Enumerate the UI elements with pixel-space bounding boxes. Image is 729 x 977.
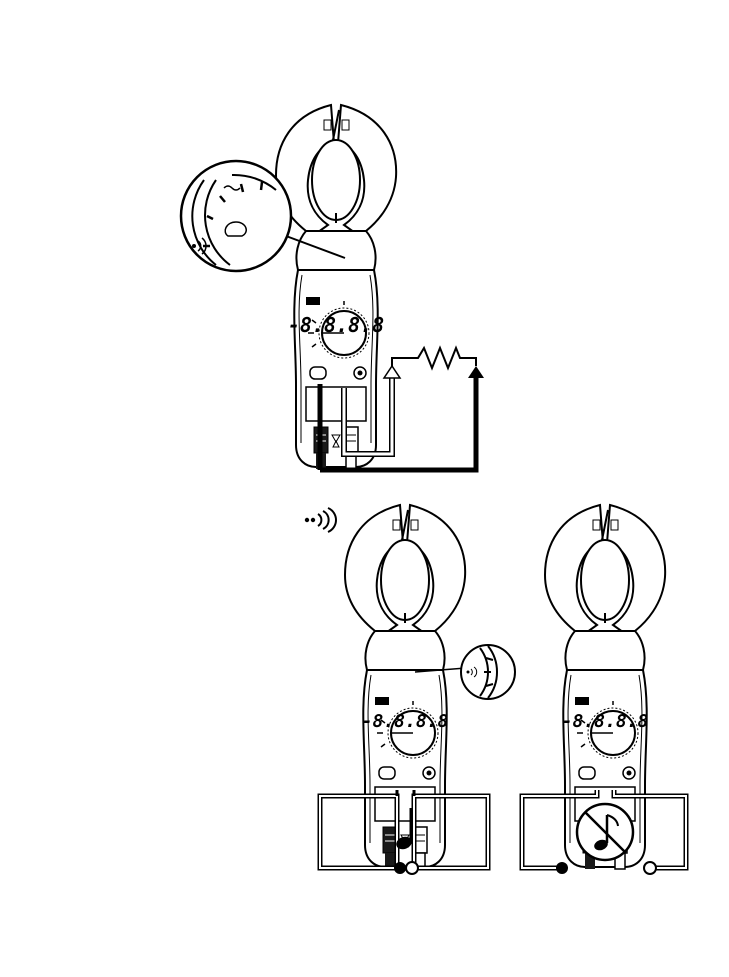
meter-continuity-beep: -8.8.8.8 bbox=[345, 505, 465, 869]
no-sound-icon bbox=[577, 804, 633, 860]
continuity-beeper-icon bbox=[305, 508, 336, 532]
meter-display-readout: -8.8.8.8 bbox=[362, 711, 449, 732]
meter-display-readout: -8.8.8.8 bbox=[288, 313, 384, 337]
meter-display-readout: -8.8.8.8 bbox=[562, 711, 649, 732]
meter-resistance: -8.8.8.8 bbox=[276, 105, 396, 469]
resistor-icon bbox=[392, 348, 476, 368]
